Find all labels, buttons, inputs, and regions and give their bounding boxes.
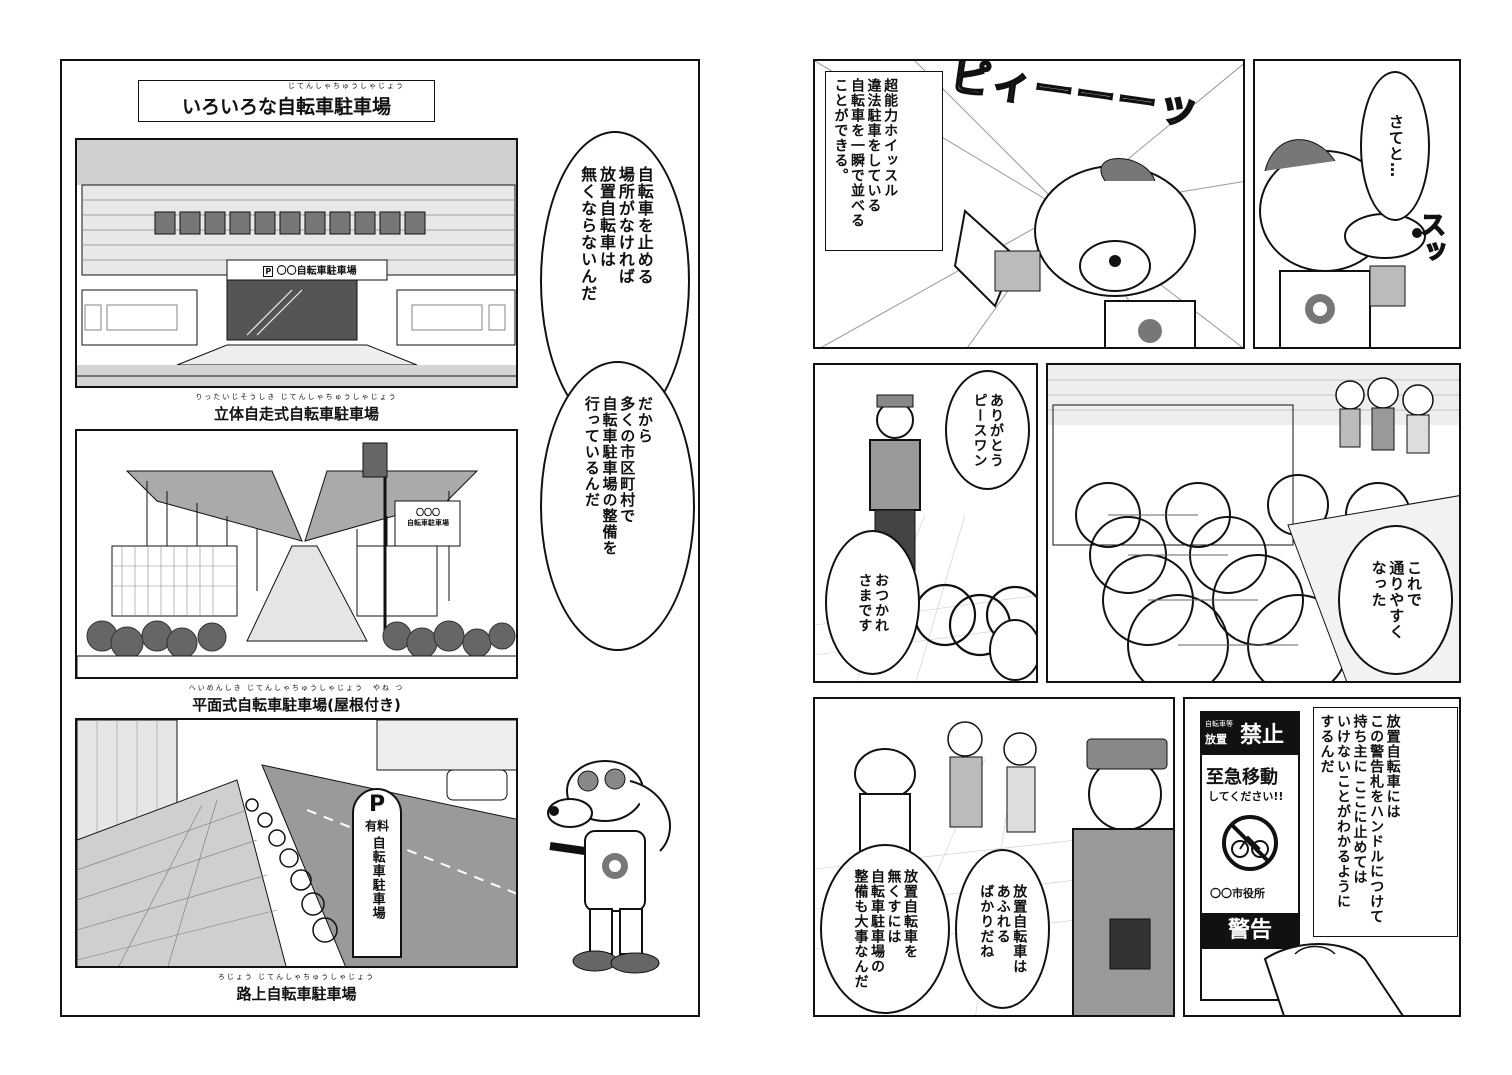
title-text: いろいろな自転車駐車場 xyxy=(181,96,391,118)
left-page: じてんしゃちゅうしゃじょう いろいろな自転車駐車場 xyxy=(60,59,700,1017)
mascot-dog-character xyxy=(547,760,671,974)
caption-onstreet-ruby: ろじょう じてんしゃちゅうしゃじょう xyxy=(217,973,376,981)
tag-please: してください!! xyxy=(1208,790,1284,803)
panel-flat-roofed-parking: 〇〇〇 自転車駐車場 xyxy=(75,429,518,679)
warning-tag-narration-text: 放置自転車には この警告札をハンドルにつけて 持ち主に ここに止めては いけない… xyxy=(1318,714,1401,924)
speech-balloon-municipalities: だから 多くの市区町村で 自転車駐車場の整備を 行っているんだ xyxy=(540,361,695,651)
left-page-title: じてんしゃちゅうしゃじょう いろいろな自転車駐車場 xyxy=(138,80,435,122)
caption-flat-roofed-ruby: へいめんしき じてんしゃちゅうしゃじょう やね つ xyxy=(188,684,405,692)
panel-warning-tag: 自転車等 放置 禁止 至急移動 してください!! 〇〇市役所 警告 放置自転車に… xyxy=(1183,697,1461,1017)
multistory-sign: P 〇〇自転車駐車場 xyxy=(245,262,375,277)
tag-kinshi: 禁止 xyxy=(1240,723,1285,748)
otsukare-text: おつかれ さまです xyxy=(856,572,890,633)
koredetoori-text: これで 通りやすく なった xyxy=(1369,560,1424,640)
caption-onstreet-text: 路上自転車駐車場 xyxy=(236,985,357,1003)
flat-parking-sign: 〇〇〇 自転車駐車場 xyxy=(399,507,457,529)
panel-onstreet-parking: P 有料 自転車駐車場 xyxy=(75,718,518,968)
speech-balloon-sateto: さてと… xyxy=(1360,71,1430,221)
flat-roofed-parking-illustration xyxy=(77,431,516,677)
onstreet-sign-p-icon: P xyxy=(368,792,386,817)
speech-balloon-otsukare: おつかれ さまです xyxy=(825,530,920,675)
speech-balloon-afureru: 放置自転車は あふれる ばかりだね xyxy=(955,849,1050,1009)
onstreet-sign-text: 自転車駐車場 xyxy=(369,836,385,920)
caption-multistory: りったいじそうしき じてんしゃちゅうしゃじょう 立体自走式自転車駐車場 xyxy=(75,392,518,424)
multistory-sign-icon: P xyxy=(263,266,274,277)
caption-flat-roofed-text: 平面式自転車駐車場(屋根付き) xyxy=(192,696,401,714)
dog-thinking-illustration xyxy=(1259,139,1426,347)
panel-dog-thinking: さてと… スッ xyxy=(1253,59,1461,349)
panel-whistle: ピィーーーッ 超能力ホイッスル 違法駐車をしている 自転車を一瞬で並べる ことが… xyxy=(813,59,1245,349)
caption-onstreet: ろじょう じてんしゃちゅうしゃじょう 路上自転車駐車場 xyxy=(75,972,518,1004)
whistle-speedlines xyxy=(815,61,1243,347)
tag-small-line1: 自転車等 xyxy=(1205,720,1233,728)
warning-tag-narration-box: 放置自転車には この警告札をハンドルにつけて 持ち主に ここに止めては いけない… xyxy=(1313,707,1458,937)
panel-multistory-parking: P 〇〇自転車駐車場 xyxy=(75,138,518,388)
onstreet-sign: P 有料 自転車駐車場 xyxy=(352,788,402,958)
caption-flat-roofed: へいめんしき じてんしゃちゅうしゃじょう やね つ 平面式自転車駐車場(屋根付き… xyxy=(75,683,518,715)
whistle-narration-text: 超能力ホイッスル 違法駐車をしている 自転車を一瞬で並べる ことができる。 xyxy=(832,78,899,228)
whistle-narration-box: 超能力ホイッスル 違法駐車をしている 自転車を一瞬で並べる ことができる。 xyxy=(825,71,943,251)
caption-multistory-ruby: りったいじそうしき じてんしゃちゅうしゃじょう xyxy=(195,393,398,401)
flat-parking-sign-line2: 自転車駐車場 xyxy=(407,519,449,527)
seibi-daiji-text: 放置自転車を 無くすには 自転車駐車場の 整備も大事なんだ xyxy=(852,869,919,989)
multistory-sign-text: 〇〇自転車駐車場 xyxy=(276,266,357,277)
speech-balloon-seibi-daiji: 放置自転車を 無くすには 自転車駐車場の 整備も大事なんだ xyxy=(820,844,950,1014)
balloon-mid-text: だから 多くの市区町村で 自転車駐車場の整備を 行っているんだ xyxy=(582,396,654,556)
panel-worker-thanks: ありがとう ピースワン おつかれ さまです xyxy=(813,363,1038,683)
arigatou-text: ありがとう ピースワン xyxy=(971,392,1005,468)
tag-move: 至急移動 xyxy=(1206,767,1278,788)
sateto-text: さてと… xyxy=(1386,114,1405,178)
tag-small-line2: 放置 xyxy=(1205,733,1227,746)
tag-header: 自転車等 放置 禁止 xyxy=(1202,713,1298,755)
warning-tag: 自転車等 放置 禁止 至急移動 してください!! 〇〇市役所 警告 xyxy=(1200,711,1300,1001)
speech-balloon-arigatou: ありがとう ピースワン xyxy=(945,370,1030,490)
onstreet-parking-illustration xyxy=(77,720,516,966)
panel-characters-street: 放置自転車は あふれる ばかりだね 放置自転車を 無くすには 自転車駐車場の 整… xyxy=(813,697,1175,1017)
title-ruby: じてんしゃちゅうしゃじょう xyxy=(288,82,405,90)
onstreet-sign-paid: 有料 xyxy=(364,819,389,833)
afureru-text: 放置自転車は あふれる ばかりだね xyxy=(978,884,1028,974)
no-bicycle-icon xyxy=(1222,815,1278,871)
tag-office: 〇〇市役所 xyxy=(1210,887,1265,900)
caption-multistory-text: 立体自走式自転車駐車場 xyxy=(213,405,379,423)
tag-bottom-stamp: 警告 xyxy=(1202,913,1298,949)
multistory-building-illustration xyxy=(77,140,516,386)
panel-bikes-aligned: これで 通りやすく なった xyxy=(1046,363,1461,683)
speech-balloon-koredetoori: これで 通りやすく なった xyxy=(1338,525,1453,675)
flat-parking-sign-line1: 〇〇〇 xyxy=(416,508,440,517)
right-page: ピィーーーッ 超能力ホイッスル 違法駐車をしている 自転車を一瞬で並べる ことが… xyxy=(813,59,1461,1017)
sfx-sutto: スッ xyxy=(1415,210,1446,266)
balloon-top-text: 自転車を止める 場所がなければ 放置自転車は 無くならないんだ xyxy=(578,166,654,302)
hand-holding-tag xyxy=(1263,943,1404,1015)
